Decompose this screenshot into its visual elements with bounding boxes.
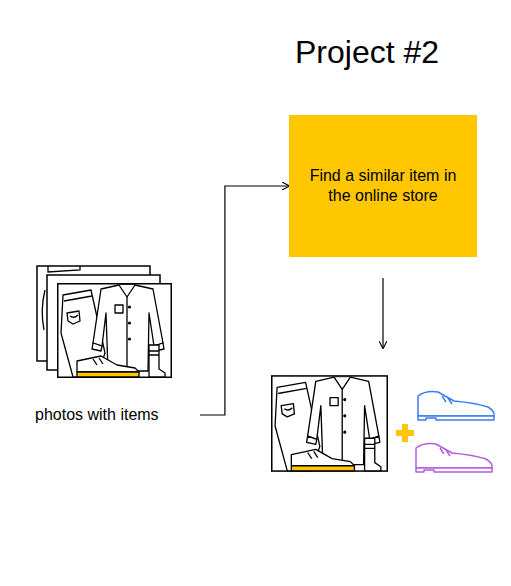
blue-shoe <box>418 392 494 421</box>
process-box: Find a similar item in the online store <box>289 115 477 257</box>
result-arrow <box>382 278 383 348</box>
flow-arrow <box>200 186 289 415</box>
back-photo-sketch <box>48 266 80 272</box>
result <box>272 376 494 472</box>
front-photo <box>58 284 172 378</box>
purple-shoe <box>416 444 492 473</box>
result-photo <box>272 376 387 471</box>
photo-group: photos with items <box>30 262 200 430</box>
box-text: Find a similar item in the online store <box>303 166 463 206</box>
diagram-title: Project #2 <box>295 34 439 71</box>
photo-caption: photos with items <box>35 405 195 425</box>
photo-stack <box>37 266 171 377</box>
plus-sign <box>396 424 414 442</box>
back-photo-sketch <box>42 290 45 330</box>
